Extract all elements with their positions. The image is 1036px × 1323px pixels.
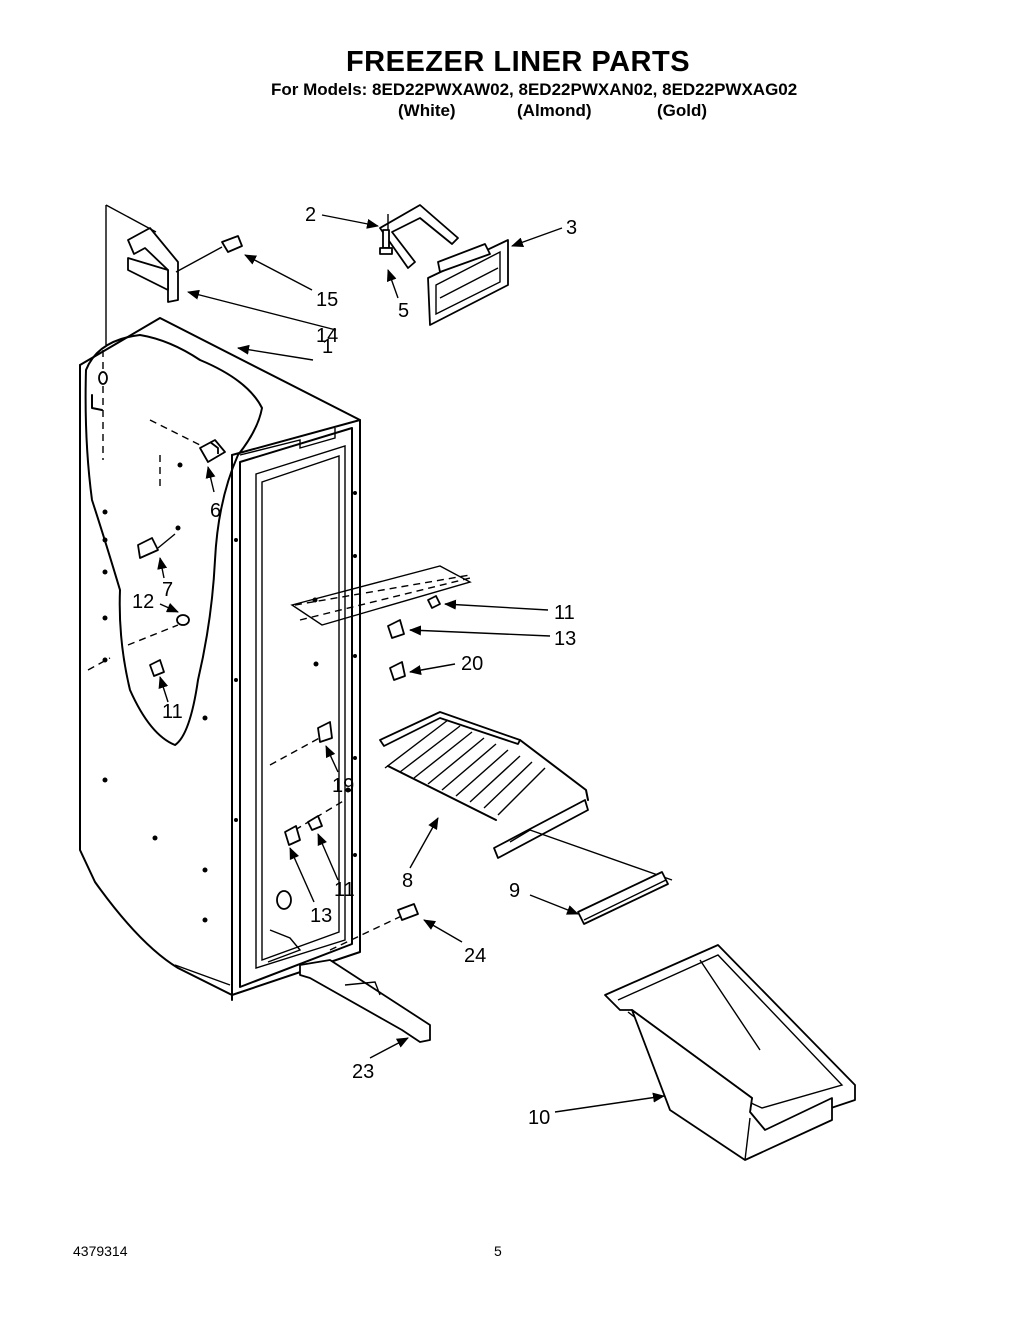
callout-23: 23 [352, 1061, 374, 1083]
callout-13-lower: 13 [310, 905, 332, 927]
callout-2: 2 [305, 204, 316, 226]
clip-11-right [427, 595, 441, 609]
freezer-bin [604, 944, 856, 1161]
callout-11-left: 11 [162, 701, 183, 723]
clip-6 [199, 439, 226, 463]
bottom-bracket [299, 959, 431, 1043]
callout-19: 19 [332, 775, 354, 797]
callout-numbers: 1 2 3 5 6 7 8 9 10 11 11 11 12 13 13 14 … [132, 204, 577, 1129]
clip-13-right [387, 619, 405, 639]
clip-19 [317, 721, 333, 743]
page-title: FREEZER LINER PARTS [345, 46, 691, 78]
models-line: For Models: 8ED22PWXAW02, 8ED22PWXAN02, … [271, 80, 798, 99]
hinge-bracket [105, 204, 179, 345]
callout-9: 9 [509, 880, 520, 902]
clip-12 [176, 614, 190, 626]
clip-11-lower [307, 815, 323, 831]
part-number: 4379314 [73, 1243, 128, 1259]
cover-bracket [379, 204, 459, 269]
clip-11-left [149, 659, 165, 677]
clip-20 [389, 661, 406, 681]
light-cover [427, 239, 509, 326]
wire-shelf [379, 711, 673, 881]
callout-5: 5 [398, 300, 409, 322]
callout-1: 1 [322, 336, 333, 358]
callout-7: 7 [162, 579, 173, 601]
shelf-trim [577, 871, 669, 925]
callout-12: 12 [132, 591, 154, 613]
callout-11-right: 11 [554, 602, 575, 624]
color-gold: (Gold) [657, 101, 708, 120]
freezer-liner [79, 317, 472, 1001]
cover-screw [379, 229, 393, 255]
callout-24: 24 [464, 945, 486, 967]
callout-3: 3 [566, 217, 577, 239]
clip-7 [137, 533, 176, 559]
callout-20: 20 [461, 653, 483, 675]
bracket-screw [175, 235, 243, 273]
leader-lines [157, 214, 665, 1113]
callout-6: 6 [210, 500, 221, 522]
callout-14: 14 [316, 325, 338, 347]
callout-13-right: 13 [554, 628, 576, 650]
clip-13-lower [284, 825, 301, 846]
callout-10: 10 [528, 1107, 550, 1129]
callout-11-lower: 11 [334, 879, 355, 901]
color-white: (White) [398, 101, 456, 120]
callout-15: 15 [316, 289, 338, 311]
screw-24 [397, 903, 419, 921]
mounting-holes [98, 371, 357, 923]
callout-8: 8 [402, 870, 413, 892]
color-almond: (Almond) [517, 101, 592, 120]
page-number: 5 [494, 1243, 502, 1259]
